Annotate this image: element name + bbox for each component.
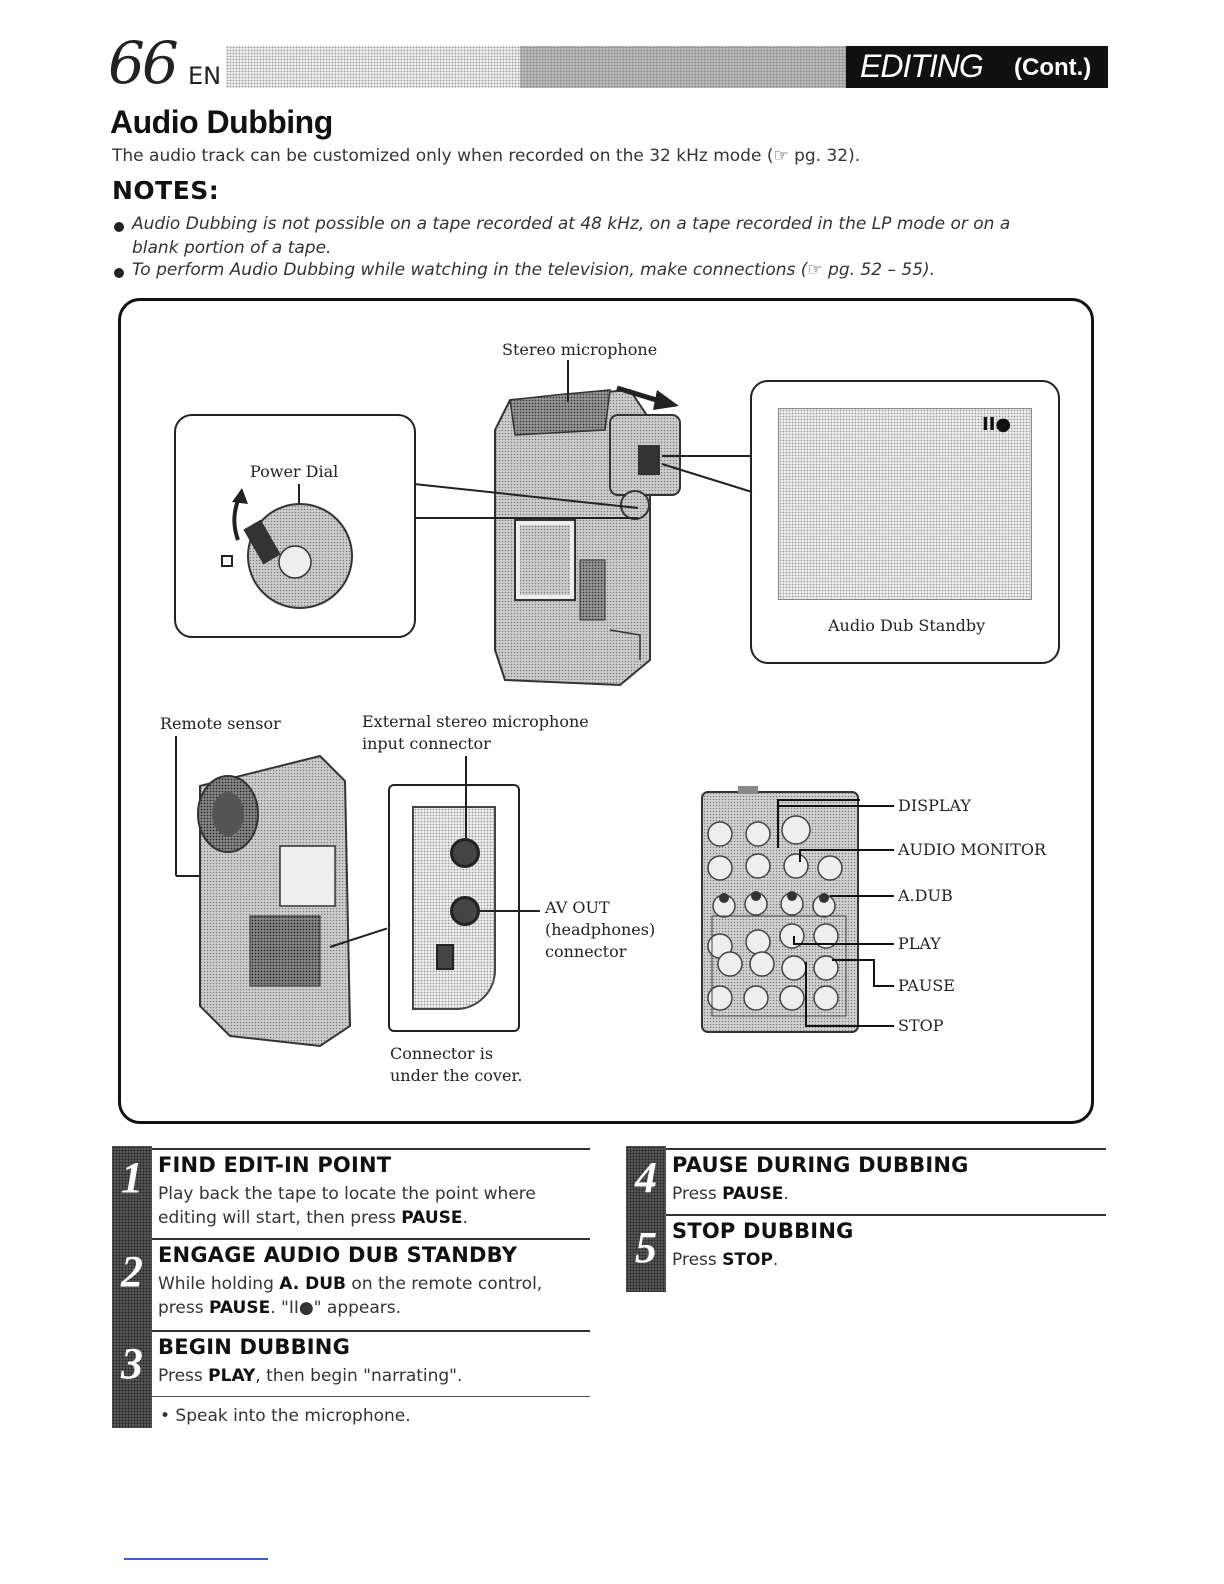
viewfinder-screen [778,408,1032,600]
av-out-pointer [480,910,540,912]
note-bullet-2 [114,268,124,278]
stereo-mic-label: Stereo microphone [502,340,658,359]
intro-text: The audio track can be customized only w… [112,146,861,166]
av-out-label-2: (headphones) [545,920,656,939]
mic-jack-icon [450,838,480,868]
step-3-bullet: • Speak into the microphone. [160,1406,411,1426]
step-3-title: BEGIN DUBBING [158,1335,351,1359]
section-cont: (Cont.) [1014,54,1092,81]
step-3-divider [152,1396,590,1397]
step-2-number: 2 [121,1247,143,1296]
page-number: 66 [108,29,179,97]
remote-label-audio-monitor: AUDIO MONITOR [898,840,1047,859]
steps-right-bar [626,1146,666,1292]
audio-dub-standby-label: Audio Dub Standby [828,616,986,635]
step-1-line-2: editing will start, then press PAUSE. [158,1208,468,1228]
camcorder-illustration [494,388,681,687]
step-3-number: 3 [121,1339,143,1388]
dv-port-icon [436,944,454,970]
cover-note-1: Connector is [390,1044,494,1063]
camcorder-side-illustration [175,736,352,1048]
step-5-number: 5 [635,1223,657,1272]
step-4-title: PAUSE DURING DUBBING [672,1153,969,1177]
remote-label-display: DISPLAY [898,796,971,815]
remote-callout-lines [777,805,894,1027]
av-out-label-3: connector [545,942,627,961]
page-lang: EN [188,62,222,90]
step-5-rule [666,1214,1106,1216]
dial-connector-lines [413,483,639,519]
step-5-title: STOP DUBBING [672,1219,854,1243]
step-1-rule [152,1148,590,1150]
step-3-rule [152,1330,590,1332]
remote-label-play: PLAY [898,934,941,953]
stereo-mic-pointer [567,360,569,402]
remote-control-illustration [701,786,860,1033]
note-2: To perform Audio Dubbing while watching … [132,260,936,280]
step-2-line-1: While holding A. DUB on the remote contr… [158,1274,543,1294]
note-1-line-2: blank portion of a tape. [132,238,332,258]
step-5-line-1: Press STOP. [672,1250,779,1270]
step-4-line-1: Press PAUSE. [672,1184,789,1204]
page-title: Audio Dubbing [110,104,333,140]
cover-note-2: under the cover. [390,1066,523,1085]
step-4-number: 4 [635,1153,657,1202]
av-out-label-1: AV OUT [545,898,610,917]
notes-heading: NOTES: [112,176,220,205]
slide-arrow-icon [616,385,679,410]
step-1-number: 1 [121,1153,143,1202]
note-bullet-1 [114,222,124,232]
step-3-line-1: Press PLAY, then begin "narrating". [158,1366,463,1386]
standby-indicator: II● [982,414,1012,435]
remote-sensor-label: Remote sensor [160,714,281,733]
step-1-line-1: Play back the tape to locate the point w… [158,1184,536,1204]
viewfinder-connector-lines [661,455,753,493]
page-header: 66 EN EDITING (Cont.) [0,0,1224,100]
step-1-title: FIND EDIT-IN POINT [158,1153,392,1177]
step-2-title: ENGAGE AUDIO DUB STANDBY [158,1243,518,1267]
ext-mic-label-2: input connector [362,734,491,753]
header-bar-dark [520,46,846,88]
remote-label-stop: STOP [898,1016,944,1035]
section-title: EDITING [860,48,984,84]
step-2-line-2: press PAUSE. "II●" appears. [158,1298,402,1318]
steps-left-bar [112,1146,152,1428]
note-1-line-1: Audio Dubbing is not possible on a tape … [132,214,1011,234]
footer-line [124,1558,268,1560]
section-banner: EDITING (Cont.) [846,46,1108,88]
figure-frame [118,298,1094,1124]
av-jack-icon [450,896,480,926]
remote-label-adub: A.DUB [898,886,953,905]
power-dial-icon [221,484,353,609]
ext-mic-label-1: External stereo microphone [362,712,589,731]
step-2-rule [152,1238,590,1240]
ext-mic-pointer [465,756,467,838]
step-4-rule [666,1148,1106,1150]
power-dial-label: Power Dial [250,462,339,481]
remote-label-pause: PAUSE [898,976,955,995]
